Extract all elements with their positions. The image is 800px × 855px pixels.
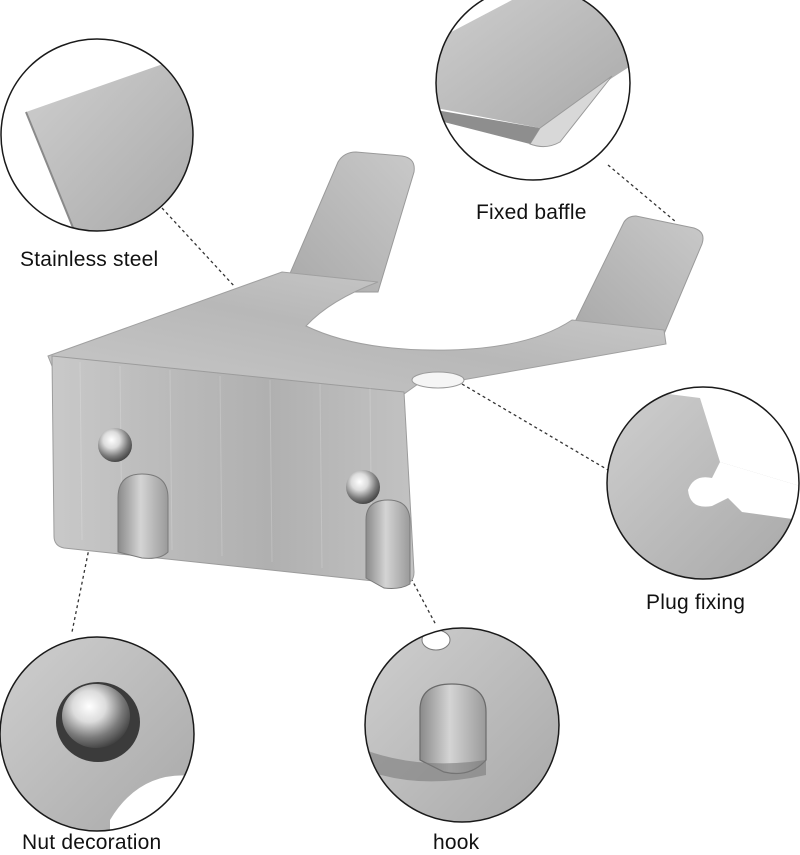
plug-fixing-hole [411, 371, 465, 389]
detail-stainless-steel [0, 38, 194, 232]
detail-hook [364, 627, 560, 823]
nut-left [98, 428, 132, 462]
detail-nut-decoration [0, 636, 195, 832]
detail-plug-fixing [606, 386, 800, 580]
hair-dryer-holder [47, 151, 704, 589]
label-fixed-baffle: Fixed baffle [476, 201, 587, 224]
hook-right [365, 499, 411, 589]
label-hook: hook [433, 831, 480, 854]
label-stainless-steel: Stainless steel [20, 248, 159, 271]
left-arm [281, 151, 415, 293]
front-plate [51, 355, 415, 585]
label-plug-fixing: Plug fixing [646, 591, 746, 614]
nut-right [346, 470, 380, 504]
hook-left [117, 473, 169, 559]
right-arm [571, 215, 704, 335]
detail-fixed-baffle [435, 0, 631, 181]
label-nut-decoration: Nut decoration [22, 831, 162, 854]
